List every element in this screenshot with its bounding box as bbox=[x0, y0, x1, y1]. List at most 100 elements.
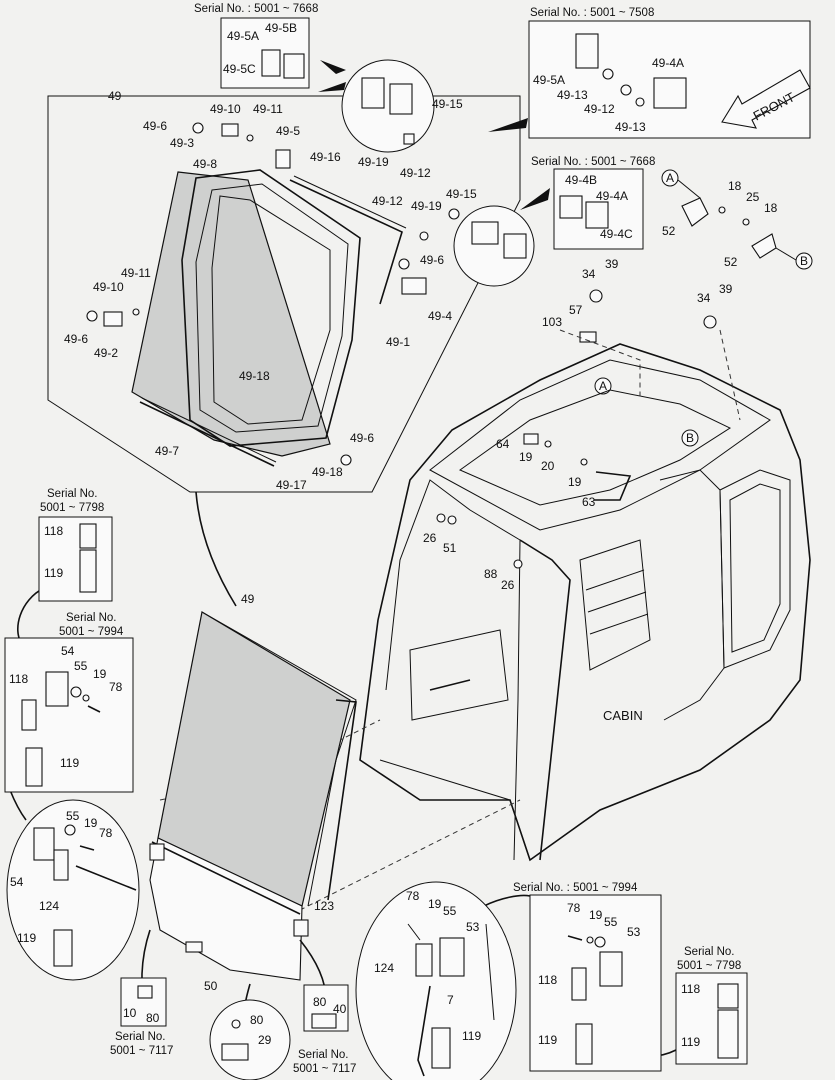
serial-label-5001-7668-b: Serial No. : 5001 ~ 7668 bbox=[531, 156, 655, 168]
marker-b-top-text: B bbox=[800, 254, 808, 268]
connector-line-b bbox=[775, 247, 797, 261]
serial-left-1-line1: Serial No. bbox=[47, 488, 98, 500]
part-26-b bbox=[513, 559, 523, 569]
label-49-19-b: 49-19 bbox=[411, 199, 442, 213]
label-49-6-d: 49-6 bbox=[350, 431, 374, 445]
detail-lock-part-b bbox=[503, 233, 527, 259]
window-bottom-strip-2 bbox=[141, 397, 277, 463]
part-19-cabin-a bbox=[544, 440, 552, 448]
label-123: 123 bbox=[314, 899, 334, 913]
label-118-c: 118 bbox=[538, 973, 557, 987]
label-20: 20 bbox=[541, 459, 555, 473]
lock-49-4 bbox=[401, 277, 427, 295]
label-54-b: 54 bbox=[10, 875, 24, 889]
window-rail bbox=[289, 179, 403, 305]
callout-curve-left-2 bbox=[9, 789, 27, 821]
part-49-5a-right bbox=[575, 33, 599, 69]
label-118-a: 118 bbox=[44, 524, 63, 538]
label-19-c: 19 bbox=[93, 667, 107, 681]
callout-wedge-3 bbox=[520, 188, 550, 210]
window-exploded-frame bbox=[47, 95, 521, 493]
part-124-detail-right bbox=[415, 943, 433, 977]
label-49-6-a: 49-6 bbox=[143, 119, 167, 133]
part-119-box bbox=[25, 747, 43, 787]
window-rail-inner bbox=[293, 175, 407, 229]
door-hinge-lower bbox=[293, 919, 309, 937]
window-frame-inner bbox=[195, 183, 349, 433]
callout-curve-right-1 bbox=[483, 894, 531, 907]
front-arrow-icon bbox=[721, 69, 811, 129]
label-57: 57 bbox=[569, 303, 583, 317]
label-19-f: 19 bbox=[589, 908, 603, 922]
label-119-c: 119 bbox=[17, 931, 36, 945]
label-19-e: 19 bbox=[428, 897, 442, 911]
washer-49-6b bbox=[192, 122, 204, 134]
door-glass-rail bbox=[327, 699, 357, 901]
part-53-right bbox=[599, 951, 623, 987]
label-49-3: 49-3 bbox=[170, 136, 194, 150]
part-118-right-box bbox=[717, 983, 739, 1009]
label-49-7: 49-7 bbox=[155, 444, 179, 458]
door-lower-rail bbox=[151, 841, 301, 915]
label-103: 103 bbox=[542, 315, 562, 329]
bolt-18a bbox=[718, 206, 726, 214]
marker-a-top-text: A bbox=[666, 171, 674, 185]
label-54-a: 54 bbox=[61, 644, 75, 658]
label-49-18-a: 49-18 bbox=[239, 369, 270, 383]
part-26-a bbox=[436, 513, 446, 523]
part-49-4a-mid bbox=[585, 201, 609, 229]
label-49-12-c: 49-12 bbox=[584, 102, 615, 116]
part-49-4b bbox=[559, 195, 583, 219]
serial-label-5001-7508: Serial No. : 5001 ~ 7508 bbox=[530, 7, 654, 19]
callout-wedge-4 bbox=[320, 60, 346, 74]
label-80-b: 80 bbox=[250, 1013, 264, 1027]
label-49-4a-right: 49-4A bbox=[652, 56, 684, 70]
label-25: 25 bbox=[746, 190, 760, 204]
cabin-interior-slats bbox=[585, 569, 649, 635]
label-88: 88 bbox=[484, 567, 498, 581]
bolt-25 bbox=[742, 218, 750, 226]
label-49-15-b: 49-15 bbox=[446, 187, 477, 201]
bolt-49-12 bbox=[419, 231, 429, 241]
serial-bottom-2-line1: Serial No. bbox=[298, 1049, 349, 1061]
part-10-80 bbox=[137, 985, 153, 999]
label-119-b: 119 bbox=[60, 756, 79, 770]
cabin-interior-panel bbox=[579, 539, 651, 671]
callout-wedge-1 bbox=[318, 82, 346, 92]
part-118-box bbox=[21, 699, 37, 731]
label-119-a: 119 bbox=[44, 566, 63, 580]
serial-bottom-2-line2: 5001 ~ 7117 bbox=[293, 1063, 356, 1075]
part-54-detail bbox=[33, 827, 55, 861]
part-29 bbox=[221, 1043, 249, 1061]
cabin-roof bbox=[429, 359, 771, 531]
label-49-1: 49-1 bbox=[386, 335, 410, 349]
label-49-11-a: 49-11 bbox=[253, 102, 283, 116]
cabin-handle bbox=[429, 679, 471, 691]
label-49-12-a: 49-12 bbox=[372, 194, 403, 208]
label-49-10-a: 49-10 bbox=[210, 102, 241, 116]
part-19-right bbox=[586, 936, 594, 944]
dashed-guide-3 bbox=[559, 329, 641, 400]
label-49-17: 49-17 bbox=[276, 478, 307, 492]
part-119-right-box bbox=[717, 1009, 739, 1059]
cabin-side-window-inner bbox=[729, 483, 781, 653]
door-glass-frame bbox=[201, 611, 357, 907]
marker-b-cabin bbox=[681, 429, 699, 447]
label-49-6-b: 49-6 bbox=[64, 332, 88, 346]
part-49-13a bbox=[602, 68, 614, 80]
label-39-a: 39 bbox=[605, 257, 619, 271]
detail-lock-part-a bbox=[471, 221, 499, 245]
label-10: 10 bbox=[123, 1006, 137, 1020]
label-118-d: 118 bbox=[681, 982, 700, 996]
callout-curve-window-to-door bbox=[195, 491, 237, 607]
label-34-a: 34 bbox=[582, 267, 596, 281]
label-78-d: 78 bbox=[567, 901, 581, 915]
part-7-seal bbox=[417, 985, 431, 1077]
part-119-detail-right bbox=[431, 1027, 451, 1069]
label-49-main: 49 bbox=[241, 592, 255, 606]
hinge-49-5 bbox=[275, 149, 291, 169]
label-119-e: 119 bbox=[538, 1033, 557, 1047]
label-49-4c: 49-4C bbox=[600, 227, 633, 241]
part-64 bbox=[523, 433, 539, 445]
label-119-f: 119 bbox=[681, 1035, 700, 1049]
